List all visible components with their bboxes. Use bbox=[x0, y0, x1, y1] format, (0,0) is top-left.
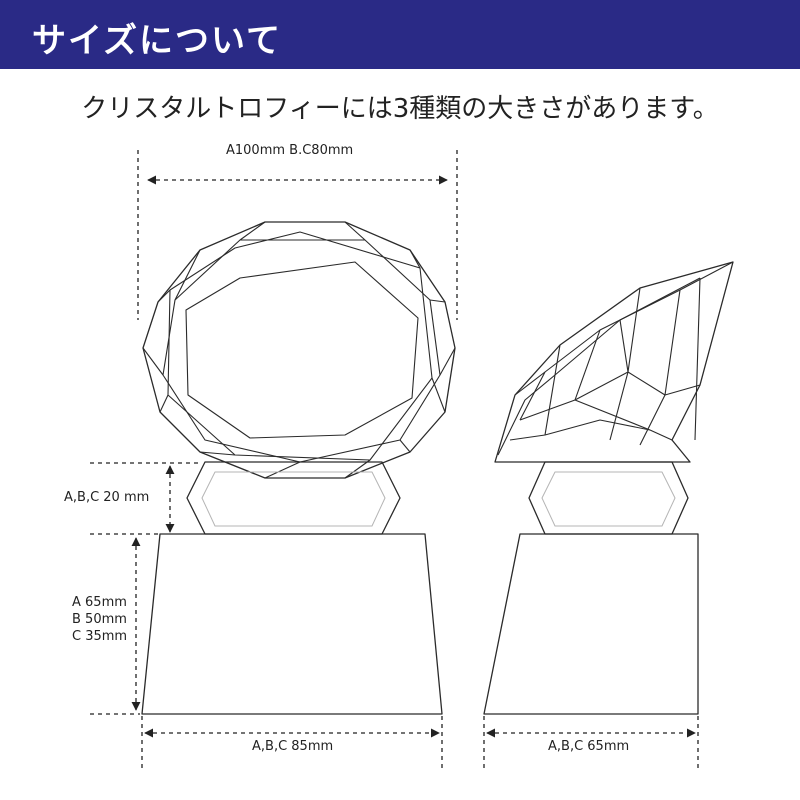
dim-base-height-b: B 50mm bbox=[72, 612, 127, 627]
side-base bbox=[483, 533, 699, 715]
dim-base-height: A 65mm B 50mm C 35mm bbox=[72, 594, 127, 645]
dim-side-base-width: A,B,C 65mm bbox=[548, 739, 630, 754]
front-base bbox=[141, 533, 443, 715]
dim-base-height-c: C 35mm bbox=[72, 629, 128, 644]
dimension-lines bbox=[90, 150, 699, 770]
side-crystal-facets bbox=[497, 261, 734, 456]
front-crystal-facets bbox=[142, 221, 456, 479]
side-view bbox=[483, 261, 734, 715]
front-neck bbox=[186, 461, 401, 535]
dim-neck-height: A,B,C 20 mm bbox=[64, 490, 150, 505]
side-neck-inner bbox=[541, 471, 676, 527]
side-neck bbox=[528, 461, 689, 535]
front-neck-inner bbox=[201, 471, 386, 527]
front-view bbox=[141, 221, 456, 715]
dim-top-width: A100mm B.C80mm bbox=[226, 143, 354, 158]
header-title: サイズについて bbox=[32, 21, 282, 61]
dim-front-base-width: A,B,C 85mm bbox=[252, 739, 334, 754]
header-bar: サイズについて bbox=[0, 0, 800, 69]
front-crystal-outline bbox=[142, 221, 456, 479]
dim-base-height-a: A 65mm bbox=[72, 595, 127, 610]
subtitle: クリスタルトロフィーには3種類の大きさがあります。 bbox=[81, 94, 719, 124]
